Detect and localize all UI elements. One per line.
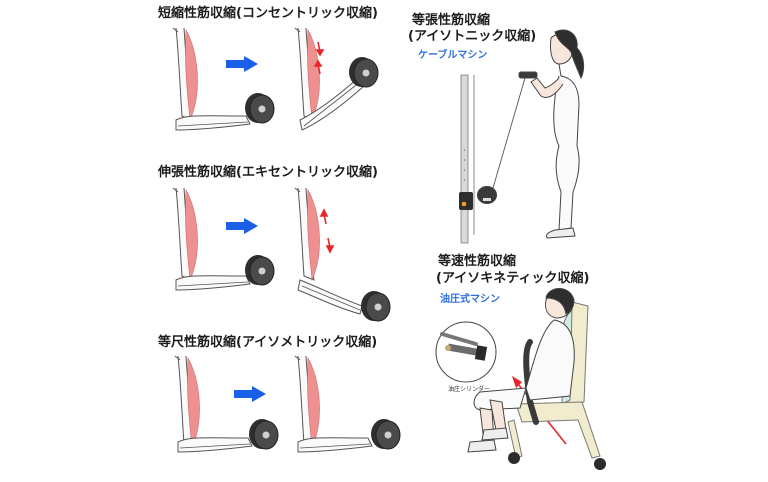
lengthening-arrows-icon (319, 208, 335, 254)
blue-arrow-icon (226, 56, 258, 72)
eccentric-after-arm (294, 187, 391, 322)
cable-machine-label: ケーブルマシン (418, 50, 488, 61)
isometric-title: 等尺性筋収縮(アイソメトリック収縮) (158, 335, 378, 350)
cable-machine-illustration (459, 29, 585, 244)
blue-arrow-icon (234, 386, 266, 402)
hydraulic-cylinder-label: 油圧シリンダー (448, 386, 491, 393)
isokinetic-title-line2: (アイソキネティック収縮) (436, 271, 590, 286)
isometric-after-arm (294, 355, 401, 453)
woman-figure (518, 29, 585, 239)
shortening-arrows-icon (313, 41, 325, 75)
concentric-title: 短縮性筋収縮(コンセントリック収縮) (158, 6, 378, 21)
blue-arrow-icon (226, 218, 258, 234)
isokinetic-title-line1: 等速性筋収縮 (438, 254, 517, 269)
hydraulic-cylinder-inset (435, 321, 497, 383)
isotonic-title-line2: (アイソトニック収縮) (408, 29, 537, 44)
isometric-before-arm (174, 355, 279, 453)
concentric-after-arm (294, 27, 379, 131)
eccentric-title: 伸張性筋収縮(エキセントリック収縮) (158, 165, 378, 180)
hydraulic-machine-label: 油圧式マシン (440, 294, 500, 305)
hydraulic-machine-illustration (467, 288, 606, 470)
concentric-before-arm (172, 27, 275, 131)
isotonic-title-line1: 等張性筋収縮 (412, 13, 491, 28)
eccentric-before-arm (172, 187, 275, 291)
